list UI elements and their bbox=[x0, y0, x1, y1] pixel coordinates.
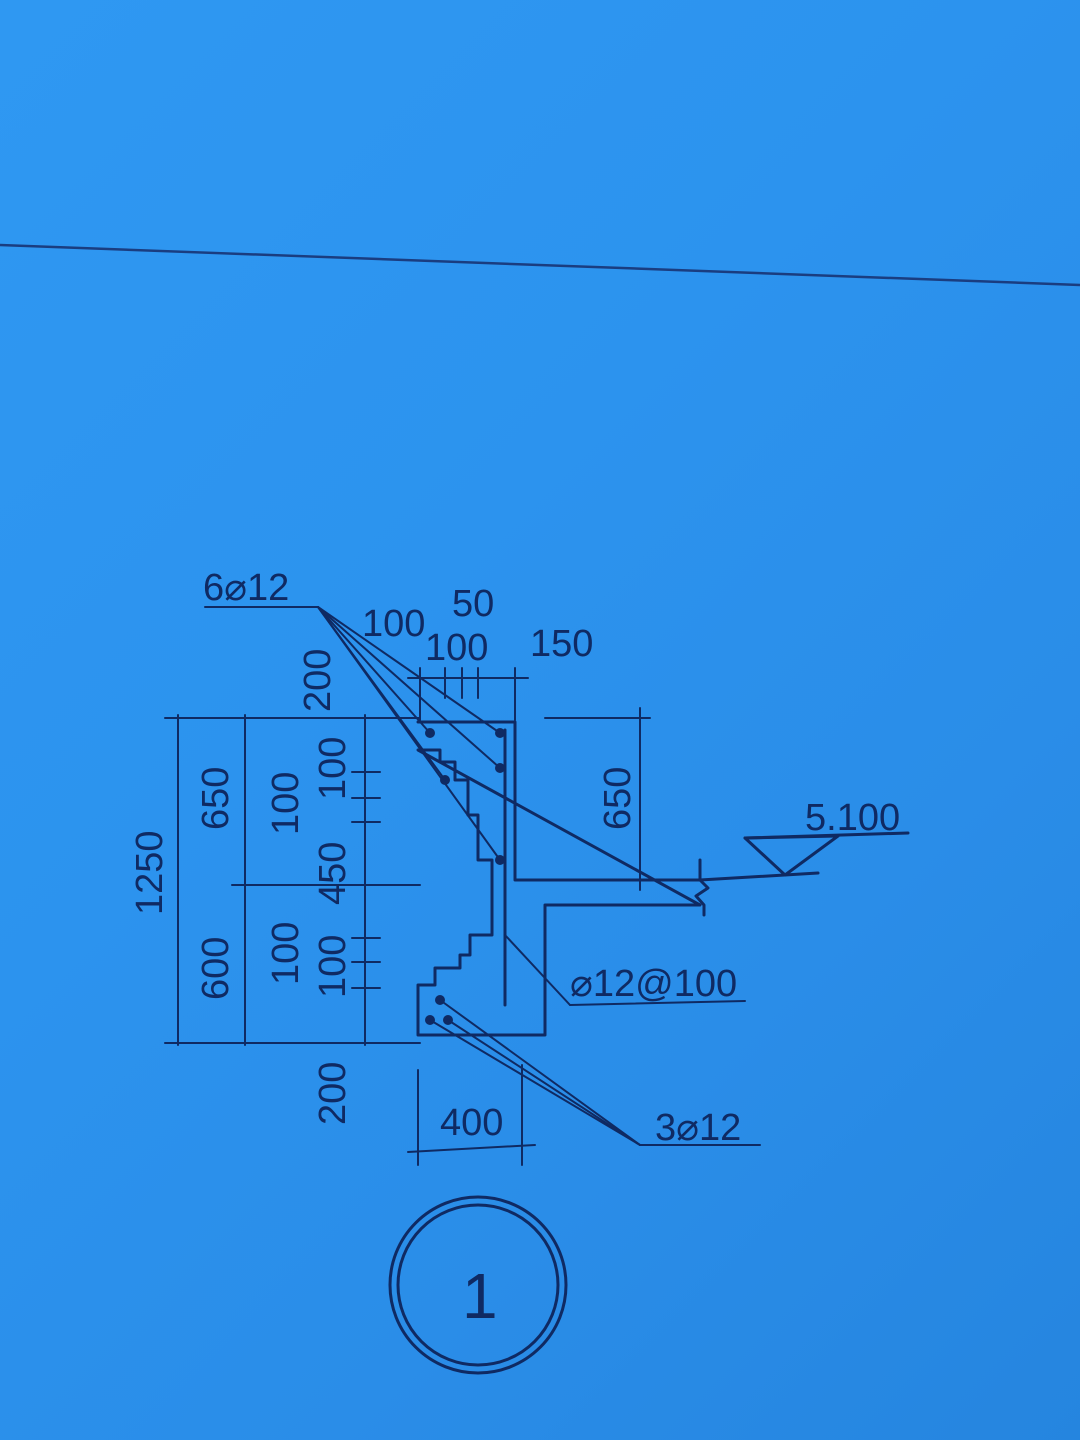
label-top-100b: 100 bbox=[425, 627, 488, 669]
label-slab-650: 650 bbox=[597, 767, 639, 830]
label-section-number: 1 bbox=[462, 1260, 498, 1332]
label-top-50: 50 bbox=[452, 583, 494, 625]
label-step-100-a: 100 bbox=[265, 772, 307, 835]
section-outline bbox=[416, 720, 702, 1037]
label-step-200-bottom: 200 bbox=[312, 1062, 354, 1125]
label-lower-600: 600 bbox=[195, 937, 237, 1000]
label-bottom-bars: 3⌀12 bbox=[655, 1107, 741, 1149]
label-total-1250: 1250 bbox=[129, 830, 171, 915]
break-mark bbox=[694, 858, 710, 917]
base-dimension bbox=[407, 1064, 536, 1166]
label-top-bars: 6⌀12 bbox=[203, 567, 289, 609]
paper-fold-line bbox=[0, 243, 1080, 287]
left-dimension-lines bbox=[164, 714, 421, 1046]
label-stirrups: ⌀12@100 bbox=[570, 963, 737, 1005]
label-step-200-top: 200 bbox=[297, 649, 339, 712]
elevation-symbol bbox=[698, 831, 910, 882]
section-marker bbox=[388, 1195, 568, 1375]
label-top-150: 150 bbox=[530, 623, 593, 665]
label-base-400: 400 bbox=[440, 1102, 503, 1144]
top-dimension-lines bbox=[407, 667, 529, 721]
label-step-100-d: 100 bbox=[312, 935, 354, 998]
leader-lines bbox=[204, 606, 761, 1146]
label-top-100: 100 bbox=[362, 603, 425, 645]
label-step-100-c: 100 bbox=[265, 922, 307, 985]
label-step-450: 450 bbox=[312, 842, 354, 905]
label-elevation: 5.100 bbox=[805, 797, 900, 839]
label-step-100-b: 100 bbox=[312, 737, 354, 800]
label-upper-650: 650 bbox=[195, 767, 237, 830]
slab-dimension bbox=[544, 707, 651, 891]
